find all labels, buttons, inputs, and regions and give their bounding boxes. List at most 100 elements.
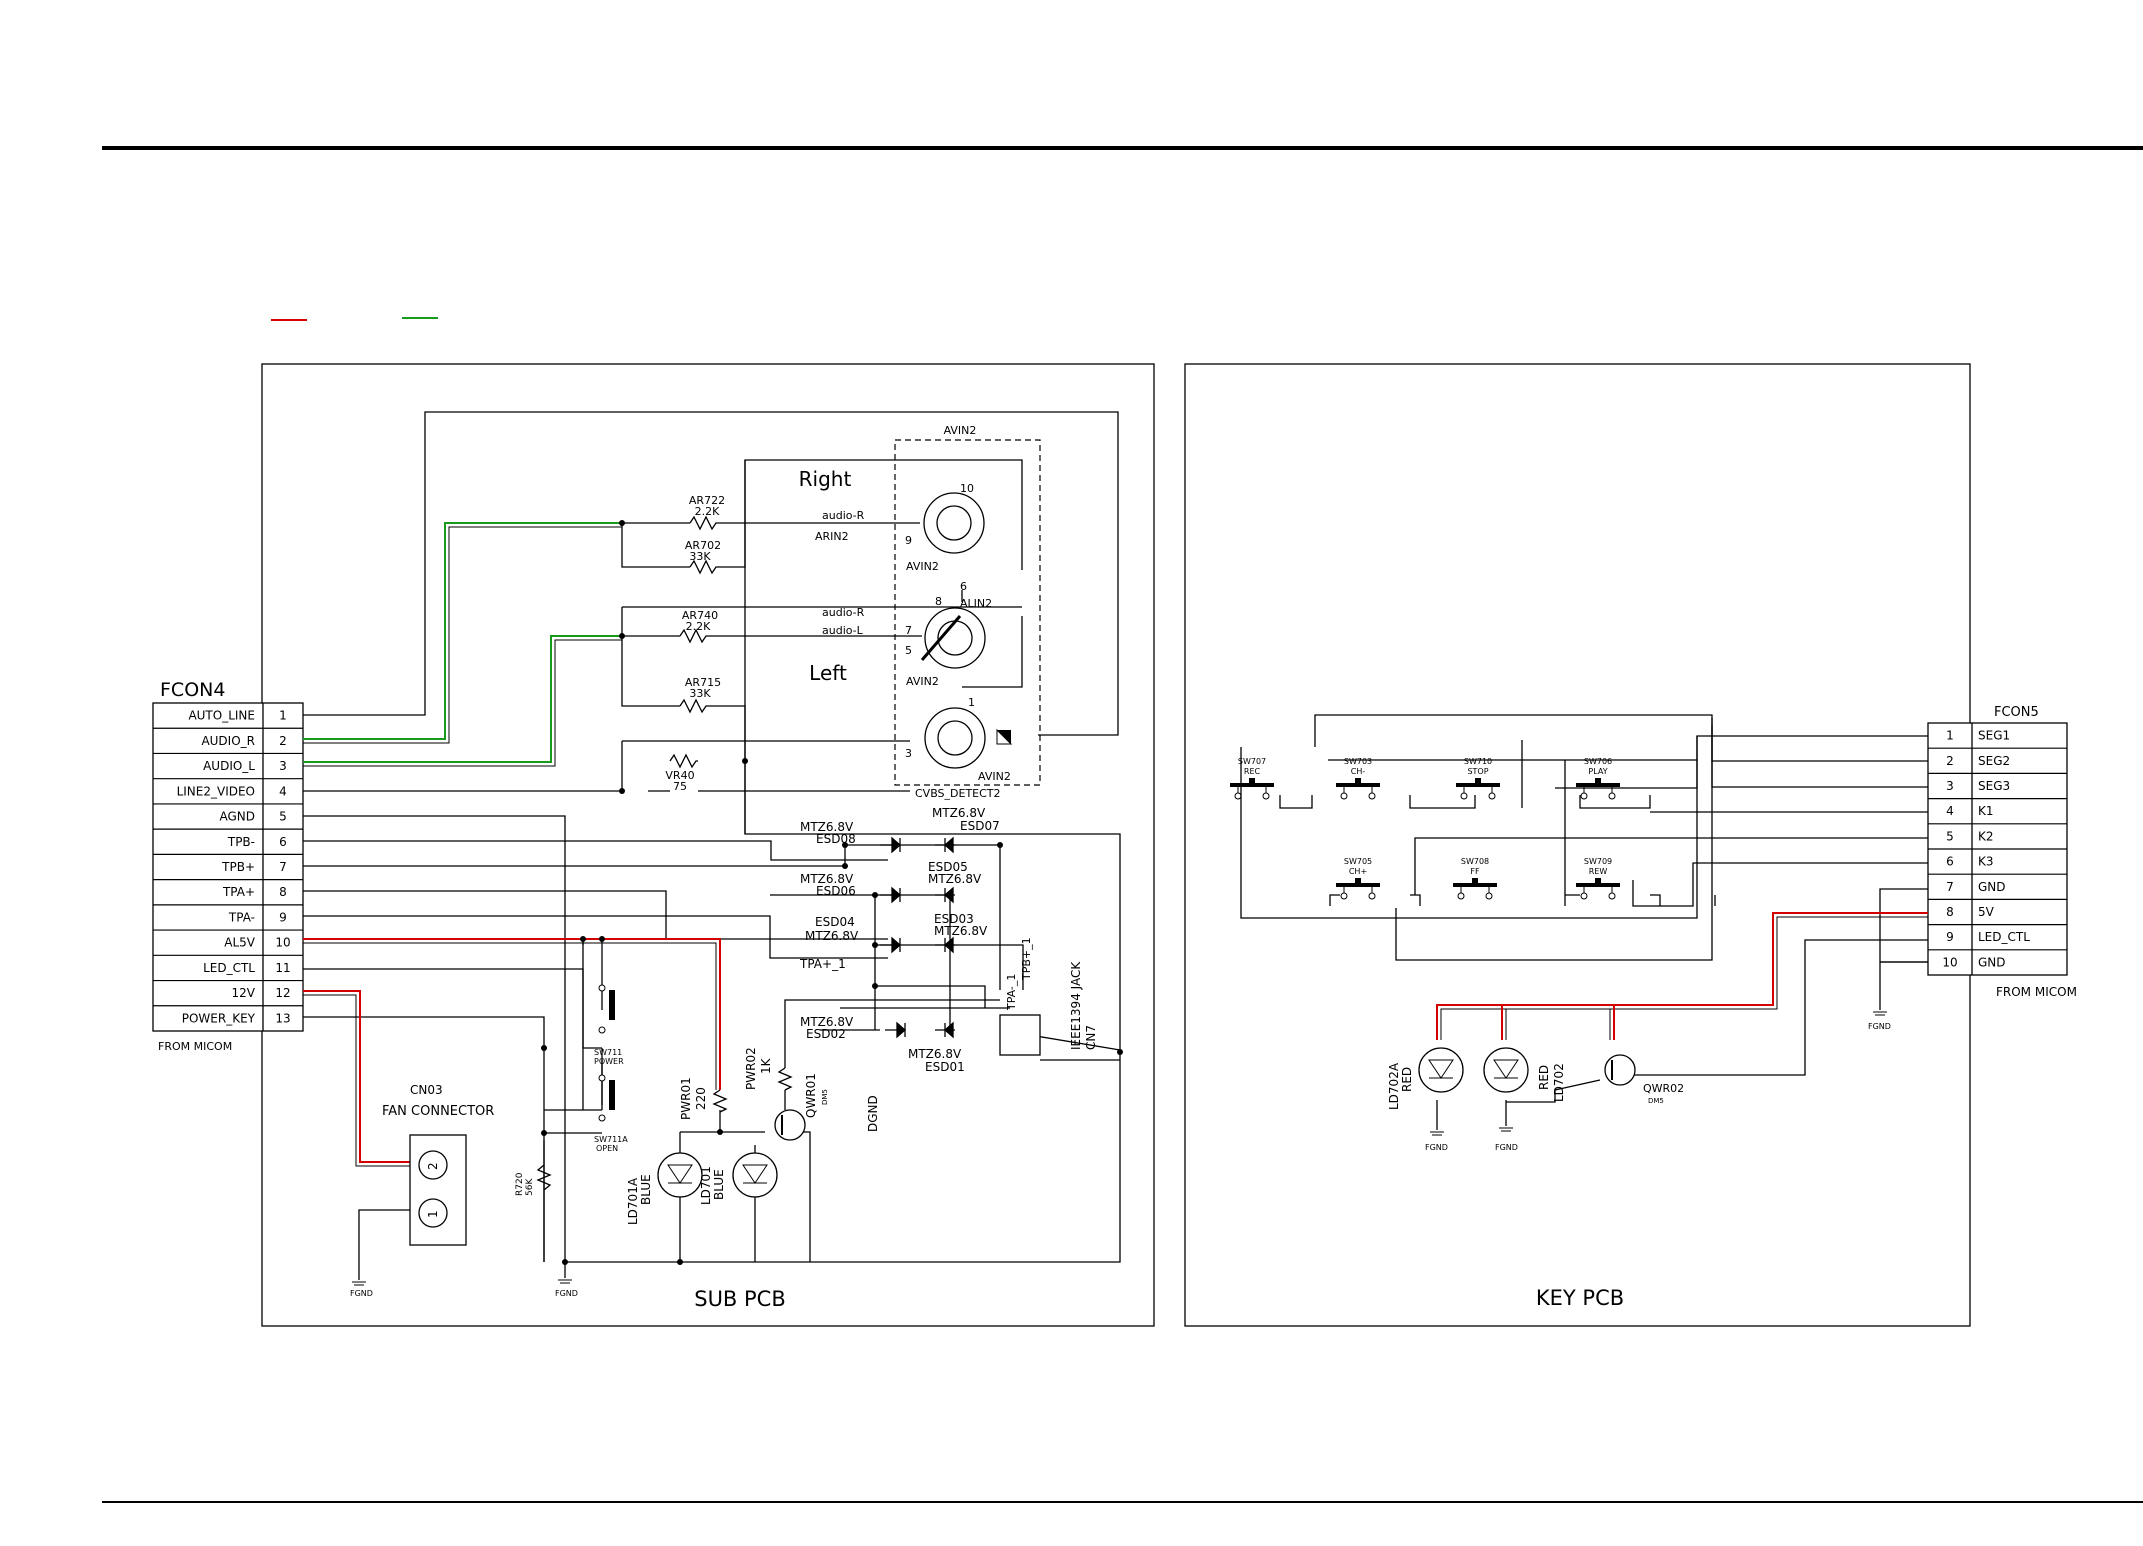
ar715-val: 33K — [689, 687, 711, 700]
fcon5-pin-number: 5 — [1946, 829, 1954, 843]
fcon5-pin-name: SEG3 — [1978, 779, 2010, 793]
svg-text:TPB+_1: TPB+_1 — [1020, 937, 1033, 981]
fcon4-pin-name: AGND — [219, 810, 255, 824]
fcon5-title: FCON5 — [1994, 705, 2039, 720]
fcon5-pin-name: GND — [1978, 880, 2006, 894]
svg-text:FAN CONNECTOR: FAN CONNECTOR — [382, 1104, 494, 1119]
svg-text:TPA-_1: TPA-_1 — [1005, 974, 1018, 1011]
ar702-ref: AR702 — [685, 539, 721, 552]
svg-text:LD702A: LD702A — [1387, 1062, 1401, 1110]
switch-name: REC — [1244, 767, 1261, 776]
pwr01-ref: PWR01 — [679, 1077, 693, 1120]
fcon4-pin-name: 12V — [232, 986, 256, 1000]
switch-ref: SW705 — [1344, 857, 1372, 866]
vr40-ref: VR40 — [665, 769, 694, 782]
pwr02-ref: PWR02 — [744, 1047, 758, 1090]
r720-val: 56K — [525, 1178, 535, 1196]
jack-right: 10 9 AVIN2 — [905, 482, 985, 573]
pwr02-val: 1K — [759, 1057, 773, 1074]
svg-text:FGND: FGND — [1495, 1143, 1518, 1152]
switch-name: FF — [1470, 867, 1480, 876]
svg-text:DGND: DGND — [866, 1095, 880, 1132]
svg-text:IEEE1394 JACK: IEEE1394 JACK — [1069, 961, 1083, 1050]
fcon5-pin-number: 8 — [1946, 905, 1954, 919]
ld702a-led: LD702A RED — [1387, 1047, 1464, 1110]
key-ground-symbols: FGND FGND FGND — [1425, 1011, 1891, 1152]
svg-text:3: 3 — [905, 747, 912, 760]
sub-ground-symbols: FGND FGND — [350, 1279, 578, 1298]
fcon5-pin-number: 4 — [1946, 804, 1954, 818]
esd04-val: MTZ6.8V — [805, 929, 859, 943]
esd01-ref: ESD01 — [925, 1060, 965, 1074]
fcon4-pin-name: POWER_KEY — [182, 1011, 256, 1025]
svg-text:DM5: DM5 — [1648, 1097, 1664, 1105]
esd03-ref: ESD03 — [934, 912, 974, 926]
svg-text:BLUE: BLUE — [712, 1169, 726, 1200]
fcon4-pin-name: TPA- — [228, 910, 255, 924]
vr40-val: 75 — [673, 780, 687, 793]
fcon5-pin-name: SEG2 — [1978, 754, 2010, 768]
esd07-val: MTZ6.8V — [932, 806, 986, 820]
svg-text:CN7: CN7 — [1084, 1025, 1098, 1050]
svg-text:FGND: FGND — [1425, 1143, 1448, 1152]
right-label: Right — [799, 467, 852, 491]
jack-left: 8 7 5 6 ALIN2 AVIN2 — [905, 580, 992, 688]
sw711a-switch: SW711A OPEN — [594, 1074, 628, 1153]
fcon4-title: FCON4 — [160, 679, 225, 701]
qwr02-transistor: QWR02 DM5 — [1604, 1054, 1684, 1105]
fcon5-pin-number: 10 — [1942, 955, 1957, 969]
ar722-ref: AR722 — [689, 494, 725, 507]
esd-diodes — [880, 836, 955, 1039]
switch-name: CH- — [1351, 767, 1366, 776]
tpa-plus-1: TPA+_1 — [799, 957, 846, 971]
esd05-ref: ESD05 — [928, 860, 968, 874]
svg-text:QWR02: QWR02 — [1643, 1082, 1684, 1095]
svg-text:LD701: LD701 — [699, 1166, 713, 1205]
ar715-ref: AR715 — [685, 676, 721, 689]
esd08-ref: ESD08 — [816, 832, 856, 846]
sub-pcb-wiring — [303, 411, 1121, 1280]
ieee1394-jack: IEEE1394 JACK CN7 TPA-_1 TPB+_1 — [999, 937, 1098, 1056]
fcon4-pin-number: 3 — [279, 759, 287, 773]
fcon4-pin-number: 11 — [275, 961, 290, 975]
esd07-ref: ESD07 — [960, 819, 1000, 833]
ld702-led: RED LD702 — [1483, 1047, 1566, 1102]
ar740-val: 2.2K — [686, 620, 711, 633]
fcon4-pin-number: 7 — [279, 860, 287, 874]
switch-name: REW — [1589, 867, 1608, 876]
switch-name: PLAY — [1588, 767, 1607, 776]
key-switches: SW707RECSW703CH-SW710STOPSW706PLAYSW705C… — [1230, 757, 1620, 900]
fcon4-pin-number: 1 — [279, 709, 287, 723]
key-pcb-frame — [1184, 363, 1971, 1327]
switch-ref: SW706 — [1584, 757, 1612, 766]
fcon4-pin-number: 6 — [279, 835, 287, 849]
svg-text:AVIN2: AVIN2 — [978, 770, 1011, 783]
key-pcb-label: KEY PCB — [1536, 1286, 1624, 1310]
switch-ref: SW708 — [1461, 857, 1489, 866]
svg-text:RED: RED — [1537, 1065, 1551, 1090]
junction-dots — [541, 520, 1123, 1265]
svg-text:RED: RED — [1400, 1067, 1414, 1092]
fcon4-pin-name: AL5V — [224, 936, 256, 950]
fcon5-pin-name: LED_CTL — [1978, 930, 2030, 944]
svg-text:CN03: CN03 — [410, 1083, 443, 1097]
fcon4-pin-number: 5 — [279, 810, 287, 824]
fcon5-pin-number: 1 — [1946, 729, 1954, 743]
fcon5-pin-name: SEG1 — [1978, 729, 2010, 743]
sig-audio-r2: audio-R — [822, 606, 865, 619]
svg-text:9: 9 — [905, 534, 912, 547]
sub-pcb-label: SUB PCB — [694, 1287, 786, 1311]
key-led-supply — [1436, 912, 1928, 1130]
svg-text:7: 7 — [905, 624, 912, 637]
switch-name: CH+ — [1349, 867, 1367, 876]
sig-audio-l: audio-L — [822, 624, 864, 637]
fcon5-pin-number: 9 — [1946, 930, 1954, 944]
